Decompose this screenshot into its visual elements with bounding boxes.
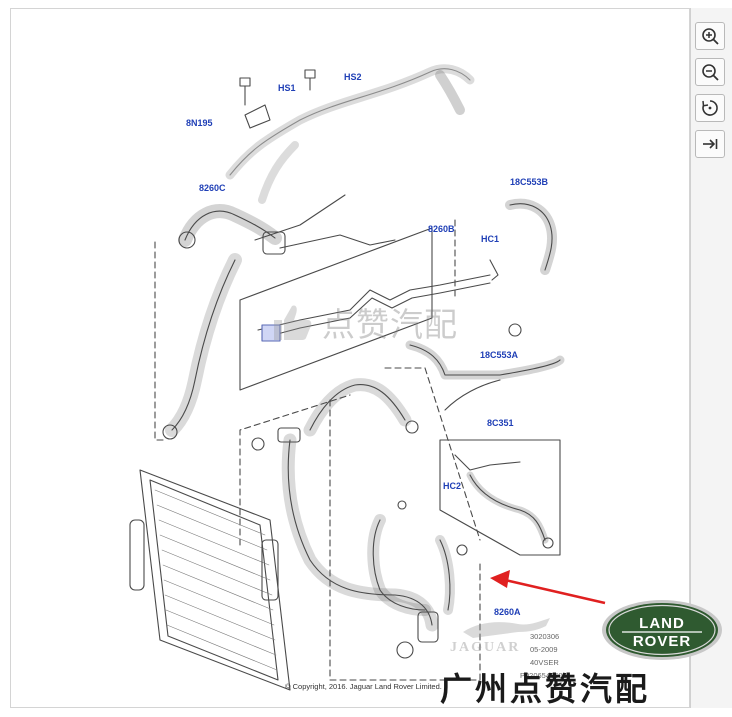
arrow-to-right-icon xyxy=(703,139,718,149)
label-8260b: 8260B xyxy=(428,224,455,234)
label-8c351: 8C351 xyxy=(487,418,514,428)
label-8n195: 8N195 xyxy=(186,118,213,128)
zoom-out-button[interactable] xyxy=(695,58,725,86)
jaguar-leaper-icon xyxy=(463,618,550,638)
copyright-notice: © Copyright, 2016. Jaguar Land Rover Lim… xyxy=(285,682,442,691)
label-18c553b: 18C553B xyxy=(510,177,549,187)
red-pointer-arrow xyxy=(490,570,606,605)
label-hs2: HS2 xyxy=(344,72,362,82)
cooling-hose-diagram xyxy=(129,64,606,691)
zoom-out-icon xyxy=(702,64,719,81)
label-8260a: 8260A xyxy=(494,607,521,617)
reset-icon xyxy=(702,100,718,116)
land-rover-logo: LAND ROVER xyxy=(602,600,722,660)
meta-code-1: 3020306 xyxy=(530,632,560,641)
meta-code-2: 05-2009 xyxy=(530,645,558,654)
label-8260c: 8260C xyxy=(199,183,226,193)
meta-code-4: P0206548601 xyxy=(520,671,567,680)
watermark-bottom: 广州点赞汽配 xyxy=(440,670,651,708)
meta-code-3: 40VSER xyxy=(530,658,559,667)
collapse-panel-button[interactable] xyxy=(695,130,725,158)
viewer-toolbar xyxy=(690,8,732,708)
watermark-center: 点赞汽配 xyxy=(322,305,458,344)
zoom-in-icon xyxy=(702,28,719,45)
svg-text:ROVER: ROVER xyxy=(633,633,691,650)
diagram-frame xyxy=(10,8,690,708)
label-hc2: HC2 xyxy=(443,481,462,491)
label-hs1: HS1 xyxy=(278,83,296,93)
jaguar-watermark: JAGUAR xyxy=(450,640,521,655)
label-hc1: HC1 xyxy=(481,234,500,244)
svg-text:LAND: LAND xyxy=(639,615,685,632)
label-18c553a: 18C553A xyxy=(480,350,519,360)
zoom-in-button[interactable] xyxy=(695,22,725,50)
thumbs-up-icon xyxy=(274,305,312,340)
reset-view-button[interactable] xyxy=(695,94,725,122)
